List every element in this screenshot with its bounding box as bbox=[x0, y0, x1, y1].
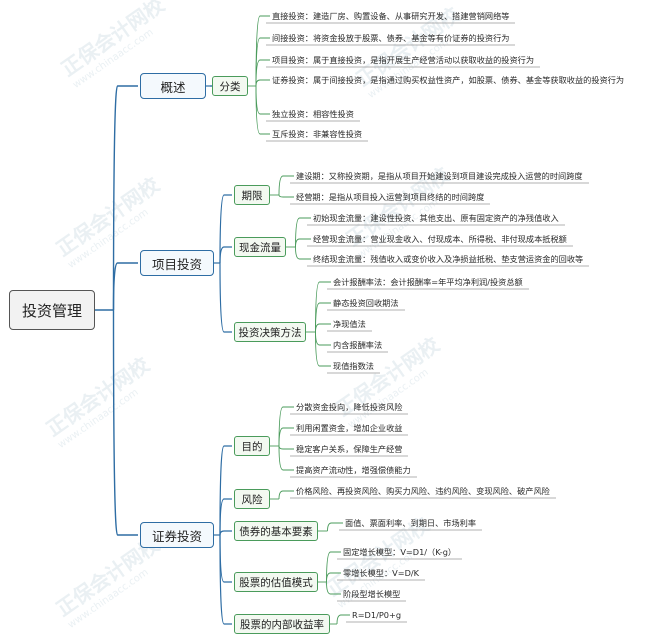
leaf-purpose-customers: 稳定客户关系，保障生产经营 bbox=[296, 444, 403, 454]
root-node[interactable]: 投资管理 bbox=[9, 290, 95, 330]
leaf-pi-method: 现值指数法 bbox=[333, 361, 374, 371]
subtopic-decision-methods[interactable]: 投资决策方法 bbox=[234, 322, 306, 342]
subtopic-period[interactable]: 期限 bbox=[234, 185, 270, 205]
topic-project-investment[interactable]: 项目投资 bbox=[140, 250, 214, 276]
leaf-construction-period: 建设期：又称投资期，是指从项目开始建设到项目建设完成投入运营的时间跨度 bbox=[296, 171, 583, 181]
leaf-exclusive-investment: 互斥投资：非兼容性投资 bbox=[272, 129, 363, 139]
topic-securities-investment[interactable]: 证券投资 bbox=[140, 522, 214, 548]
leaf-zero-growth-model: 零增长模型：V=D/K bbox=[343, 568, 420, 578]
leaf-npv-method: 净现值法 bbox=[333, 319, 366, 329]
leaf-stock-irr-formula: R=D1/P0+g bbox=[352, 610, 402, 620]
subtopic-cashflow[interactable]: 现金流量 bbox=[234, 237, 286, 257]
leaf-project-investment: 项目投资：属于直接投资，是指开展生产经营活动以获取收益的投资行为 bbox=[272, 55, 535, 65]
leaf-irr-method: 内含报酬率法 bbox=[333, 340, 383, 350]
leaf-risk-types: 价格风险、再投资风险、购买力风险、违约风险、变现风险、破产风险 bbox=[296, 486, 550, 496]
leaf-bond-elements: 面值、票面利率、到期日、市场利率 bbox=[345, 518, 477, 528]
subtopic-stock-irr[interactable]: 股票的内部收益率 bbox=[234, 614, 330, 634]
leaf-purpose-idle-funds: 利用闲置资金，增加企业收益 bbox=[296, 423, 403, 433]
leaf-terminal-cashflow: 终结现金流量：残值收入或变价收入及净损益抵税、垫支营运资金的回收等 bbox=[313, 254, 584, 264]
leaf-accounting-return-method: 会计报酬率法：会计报酬率=年平均净利润/投资总额 bbox=[333, 277, 523, 287]
topic-overview[interactable]: 概述 bbox=[140, 73, 206, 99]
leaf-stage-growth-model: 阶段型增长模型 bbox=[343, 589, 401, 599]
subtopic-bond-elements[interactable]: 债券的基本要素 bbox=[234, 521, 318, 541]
subtopic-stock-valuation[interactable]: 股票的估值模式 bbox=[234, 572, 318, 592]
subtopic-risk[interactable]: 风险 bbox=[234, 489, 270, 509]
leaf-purpose-diversify: 分散资金投向，降低投资风险 bbox=[296, 402, 403, 412]
leaf-independent-investment: 独立投资：相容性投资 bbox=[272, 109, 354, 119]
leaf-constant-growth-model: 固定增长模型：V=D1/（K-g） bbox=[343, 547, 457, 557]
leaf-purpose-liquidity: 提高资产流动性，增强偿债能力 bbox=[296, 465, 411, 475]
leaf-initial-cashflow: 初始现金流量：建设性投资、其他支出、原有固定资产的净残值收入 bbox=[313, 213, 559, 223]
leaf-operating-cashflow: 经营现金流量：营业现金收入、付现成本、所得税、非付现成本抵税额 bbox=[313, 234, 567, 244]
subtopic-purpose[interactable]: 目的 bbox=[234, 436, 270, 456]
leaf-securities-investment: 证券投资：属于间接投资，是指通过购买权益性资产，如股票、债券、基金等获取收益的投… bbox=[272, 75, 625, 85]
leaf-direct-investment: 直接投资：建造厂房、购置设备、从事研究开发、搭建营销网络等 bbox=[272, 11, 510, 21]
leaf-operating-period: 经营期：是指从项目投入运营到项目终结的时间跨度 bbox=[296, 192, 485, 202]
leaf-payback-method: 静态投资回收期法 bbox=[333, 298, 399, 308]
subtopic-classify[interactable]: 分类 bbox=[212, 76, 248, 96]
leaf-indirect-investment: 间接投资：将资金投放于股票、债券、基金等有价证券的投资行为 bbox=[272, 33, 510, 43]
